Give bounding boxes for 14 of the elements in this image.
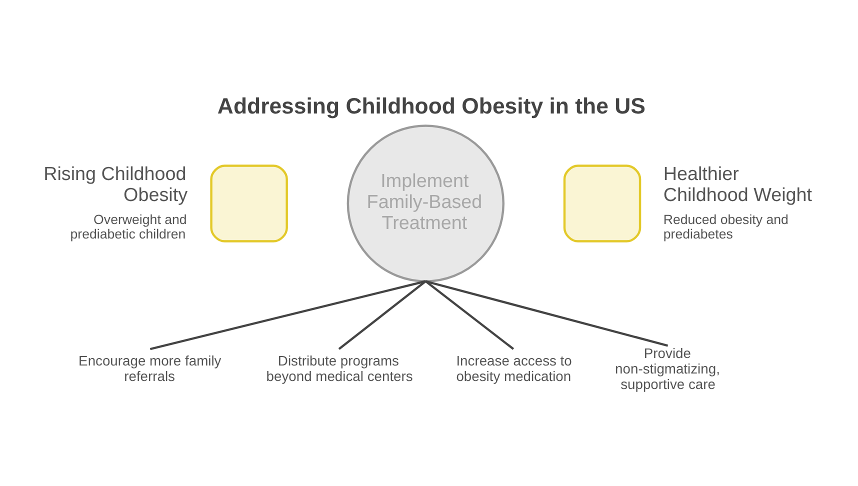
node-text: Increase access to obesity medication	[456, 352, 572, 384]
node-text: Encourage more family referrals	[78, 352, 222, 384]
node-label: Healthier Childhood Weight	[663, 163, 812, 206]
connector	[425, 280, 668, 346]
node-text: Distribute programs beyond medical centers	[266, 352, 413, 384]
connector	[338, 280, 426, 350]
connector	[425, 280, 514, 350]
diagram-title: Addressing Childhood Obesity in the US	[217, 93, 646, 118]
node-label: Reduced obesity and prediabetes	[663, 212, 788, 242]
node-text: Provide non-stigmatizing, supportive care	[615, 344, 720, 392]
node-circle: Implement Family-Based Treatment	[346, 124, 505, 282]
connector	[150, 280, 426, 350]
node-label: Overweight and prediabetic children	[70, 212, 187, 242]
node-label: Rising Childhood Obesity	[44, 163, 188, 206]
